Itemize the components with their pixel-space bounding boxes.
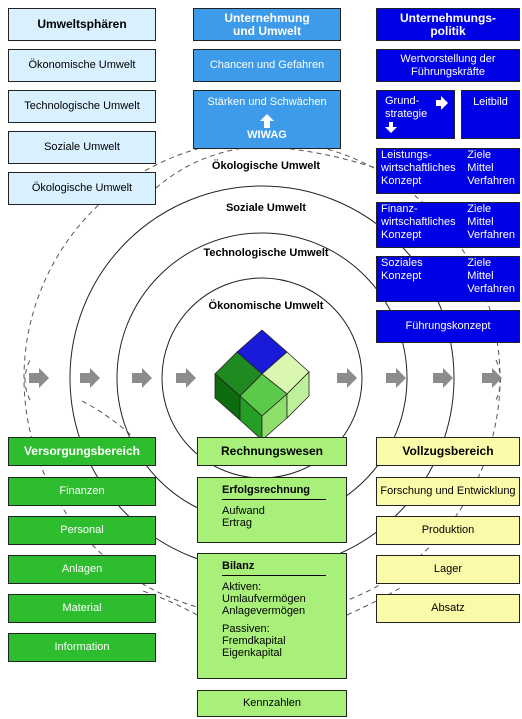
unternehmung-header: Unternehmung und Umwelt [193,8,341,41]
vollzug-absatz: Absatz [376,594,520,623]
grundstrategie-label: Grund-strategie [385,95,428,120]
finanzwirtschaftliches-konzept-box: Finanz- wirtschaftliches Konzept Ziele M… [376,202,520,248]
dashed-connector-line [495,359,501,401]
bilanz-line: Umlaufvermögen [222,593,306,605]
bilanz-title: Bilanz [222,560,326,576]
sphere-oekologisch: Ökologische Umwelt [8,172,156,205]
arrow-down-icon [385,122,397,133]
flow-arrows [29,368,502,388]
versorgung-personal: Personal [8,516,156,545]
arrow-up-icon [260,114,274,128]
flow-arrow-icon [433,368,453,388]
dashed-connector-line [139,589,198,616]
leistungswirtschaftliches-konzept-box: Leistungs- wirtschaftliches Konzept Ziel… [376,148,520,194]
flow-arrow-icon [132,368,152,388]
konzept-elemente: Ziele Mittel Verfahren [467,257,515,295]
umweltsphaeren-header: Umweltsphären [8,8,156,41]
ring-label-technologisch: Technologische Umwelt [203,247,329,259]
erfolgsrechnung-title: Erfolgsrechnung [222,484,326,500]
wertvorstellung-box: Wertvorstellung der Führungskräfte [376,49,520,82]
versorgung-information: Information [8,633,156,662]
flow-arrow-icon [176,368,196,388]
vollzug-produktion: Produktion [376,516,520,545]
wiwag-label: WIWAG [247,129,287,141]
kennzahlen-box: Kennzahlen [197,690,347,717]
company-cube-icon [214,329,310,441]
soziales-konzept-box: Soziales Konzept Ziele Mittel Verfahren [376,256,520,302]
konzept-label: Finanz- wirtschaftliches Konzept [381,203,456,241]
bilanz-line: Aktiven: [222,581,262,593]
konzept-elemente: Ziele Mittel Verfahren [467,149,515,187]
cube-face [286,371,310,419]
flow-arrow-icon [386,368,406,388]
versorgung-material: Material [8,594,156,623]
chancen-gefahren-box: Chancen und Gefahren [193,49,341,82]
versorgung-anlagen: Anlagen [8,555,156,584]
vollzug-lager: Lager [376,555,520,584]
vollzug-forschung: Forschung und Entwicklung [376,477,520,506]
arrow-right-icon [436,96,448,110]
staerken-label: Stärken und Schwächen [207,96,327,108]
bilanz-line: Anlagevermögen [222,605,306,617]
flow-arrow-icon [80,368,100,388]
sphere-sozial: Soziale Umwelt [8,131,156,164]
fuehrungskonzept-box: Führungskonzept [376,310,520,343]
erfolgsrechnung-panel: Erfolgsrechnung Aufwand Ertrag [197,477,347,543]
bilanz-line: Eigenkapital [222,647,282,659]
dashed-connector-line [346,587,401,616]
dashed-connector-line [24,359,31,401]
ring-label-oekologisch: Ökologische Umwelt [211,160,321,172]
ring-label-oekonomisch: Ökonomische Umwelt [208,300,324,312]
staerken-schwaechen-box: Stärken und Schwächen WIWAG [193,90,341,149]
leitbild-box: Leitbild [461,90,520,139]
konzept-label: Leistungs- wirtschaftliches Konzept [381,149,456,187]
vollzugsbereich-header: Vollzugsbereich [376,437,520,466]
flow-arrow-icon [482,368,502,388]
erfolg-line: Aufwand [222,505,265,517]
bilanz-panel: Bilanz Aktiven: Umlaufvermögen Anlagever… [197,553,347,679]
grundstrategie-box: Grund-strategie [376,90,455,139]
sphere-technologisch: Technologische Umwelt [8,90,156,123]
politik-header: Unternehmungs-politik [376,8,520,41]
bilanz-line: Passiven: [222,623,270,635]
rechnungswesen-header: Rechnungswesen [197,437,347,466]
ring-label-sozial: Soziale Umwelt [225,202,307,214]
sphere-oekonomisch: Ökonomische Umwelt [8,49,156,82]
bilanz-line: Fremdkapital [222,635,286,647]
flow-arrow-icon [337,368,357,388]
erfolg-line: Ertrag [222,517,252,529]
versorgung-finanzen: Finanzen [8,477,156,506]
versorgungsbereich-header: Versorgungsbereich [8,437,156,466]
konzept-label: Soziales Konzept [381,257,423,282]
konzept-elemente: Ziele Mittel Verfahren [467,203,515,241]
flow-arrow-icon [29,368,49,388]
